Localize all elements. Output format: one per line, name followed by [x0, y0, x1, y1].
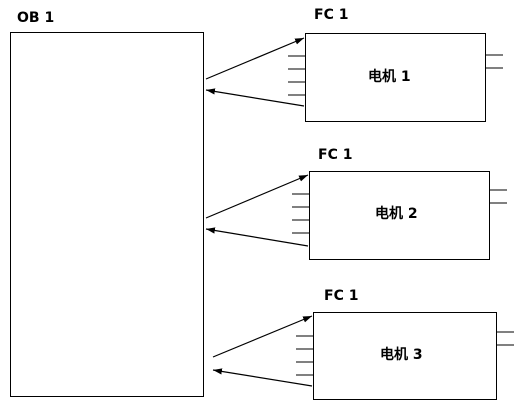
fc-block-1-wiring	[205, 37, 503, 107]
return-arrow-3	[212, 368, 313, 387]
ob1-label: OB 1	[17, 10, 55, 26]
ob1-block	[10, 32, 204, 397]
fc-block-2-output-pins	[490, 189, 507, 204]
fc-block-2: 电机 2	[309, 171, 490, 260]
return-arrow-2	[205, 227, 309, 247]
fc-label-2: FC 1	[318, 147, 353, 163]
call-arrow-2	[205, 174, 309, 219]
fc-block-1-title: 电机 1	[368, 69, 411, 85]
fc-block-1-input-pins	[288, 55, 305, 96]
return-arrow-1	[205, 88, 305, 107]
fc-block-3: 电机 3	[313, 312, 497, 400]
call-arrow-3	[212, 315, 313, 358]
fc-block-3-wiring	[212, 315, 514, 387]
call-arrow-1	[205, 37, 305, 80]
fc-label-3: FC 1	[324, 288, 359, 304]
fc-block-2-input-pins	[292, 193, 309, 234]
fc-block-3-output-pins	[497, 331, 514, 346]
fc-label-1: FC 1	[314, 7, 349, 23]
fc-block-3-title: 电机 3	[380, 347, 423, 363]
fc-block-2-title: 电机 2	[375, 206, 418, 222]
fc-block-3-input-pins	[296, 335, 313, 376]
fc-block-1: 电机 1	[305, 33, 486, 122]
fc-block-1-output-pins	[486, 54, 503, 69]
fc-block-2-wiring	[205, 174, 507, 247]
